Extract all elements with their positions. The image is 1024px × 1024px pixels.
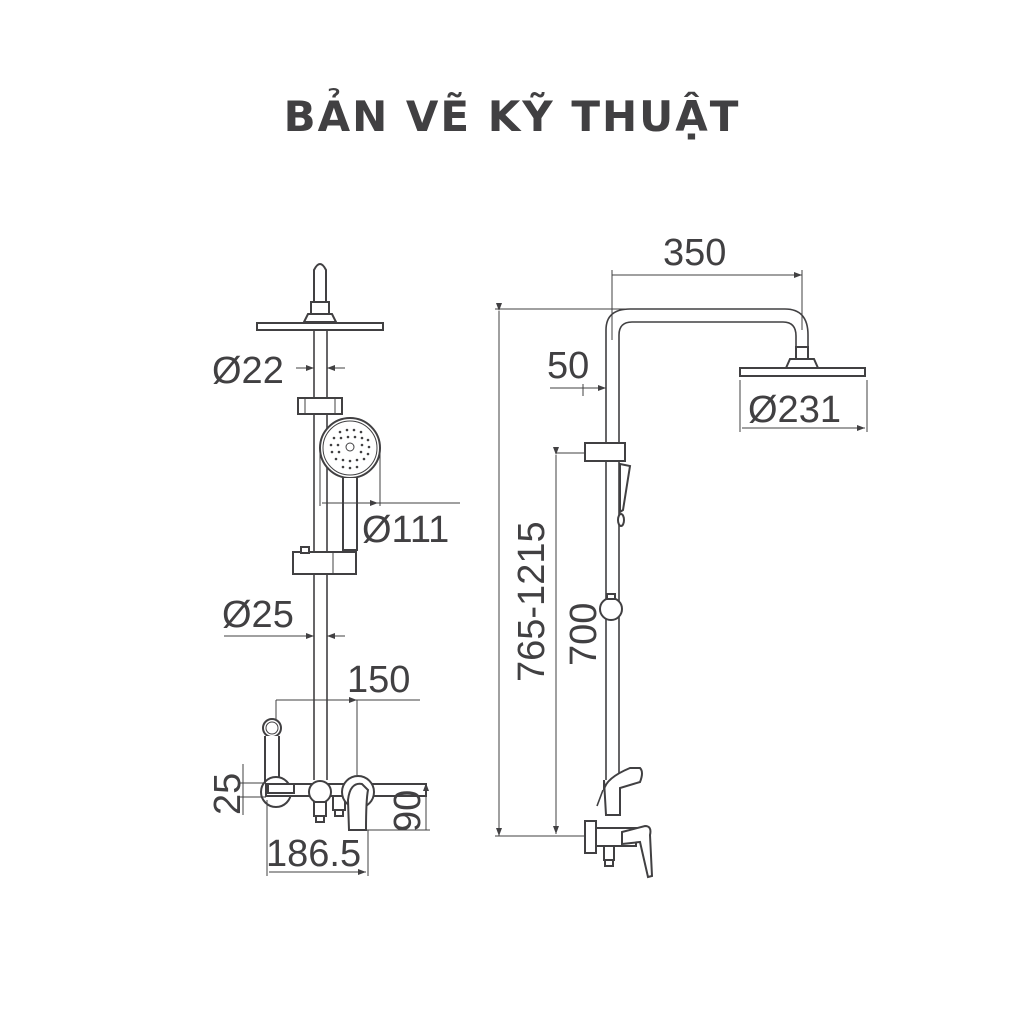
dim-total-height: 765-1215 (511, 521, 553, 682)
hand-shower-side (619, 462, 632, 514)
dim-mixer-width: 186.5 (266, 833, 361, 875)
arm-connector (310, 301, 330, 315)
dim-wall-offset: 50 (547, 345, 589, 387)
shower-head-disc (256, 322, 384, 331)
wall-flange (584, 820, 597, 854)
shower-arm-outer (605, 308, 809, 780)
dim-mixer-height: 90 (387, 790, 429, 832)
head-mount (302, 313, 338, 323)
bidet-sprayer-handle (264, 736, 280, 783)
dim-hand-shower-diameter: Ø111 (362, 509, 449, 551)
hand-shower-handle (342, 478, 358, 551)
spray-nozzles (329, 428, 371, 470)
dim-bar-height: 700 (563, 603, 605, 666)
slide-holder (292, 551, 357, 575)
side-bracket (584, 442, 626, 462)
dim-pipe-diameter-top: Ø22 (212, 350, 284, 392)
page-title: BẢN VẼ KỸ THUẬT (283, 92, 741, 141)
dim-arm-length: 350 (663, 232, 726, 274)
side-view: 350 Ø231 50 765-1215 (495, 232, 868, 879)
mixer-lever-side (621, 824, 654, 879)
upper-bracket (297, 397, 343, 415)
dim-pipe-diameter-bottom: Ø25 (222, 594, 294, 636)
diverter-knob (308, 780, 332, 804)
front-view: Ø22 Ø111 Ø25 (207, 263, 460, 876)
bidet-sprayer-side (603, 767, 643, 816)
dim-bidet-offset: 25 (207, 773, 249, 815)
dim-center-distance: 150 (347, 659, 410, 701)
dim-head-diameter: Ø231 (748, 389, 841, 431)
shower-arm-stub (313, 263, 327, 303)
mixer-lever (346, 782, 370, 831)
rain-shower-head (739, 367, 866, 377)
shower-arm-inner (618, 321, 797, 780)
